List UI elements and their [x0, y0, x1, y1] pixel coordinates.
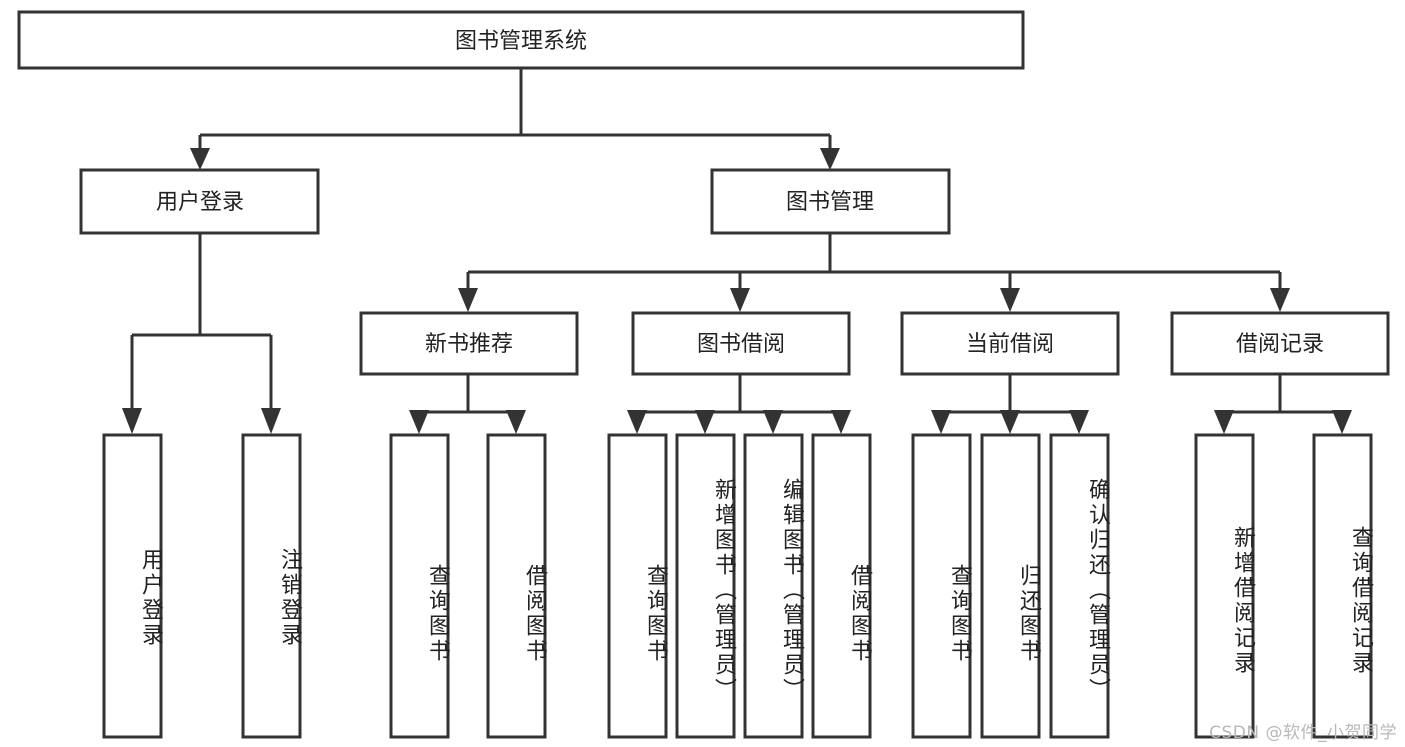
arrow-head-icon: [931, 410, 951, 434]
node-user-login-label: 用户登录: [156, 190, 244, 215]
arrow-head-icon: [261, 408, 281, 434]
leaf-box-query-borrow-record[interactable]: [1312, 433, 1373, 739]
leaf-boxes-group: [102, 433, 1373, 739]
connector-newbook-to-leaves: [409, 374, 526, 434]
node-book-borrow-label: 图书借阅: [697, 332, 785, 357]
leaf-box-query-book-bb[interactable]: [607, 433, 668, 739]
node-user-login[interactable]: 用户登录: [79, 168, 320, 235]
arrow-head-icon: [1069, 410, 1089, 434]
arrow-head-icon: [1000, 410, 1020, 434]
connector-currentborrow-to-leaves: [931, 374, 1089, 434]
node-book-management-label: 图书管理: [786, 190, 874, 215]
arrow-head-icon: [122, 408, 142, 434]
node-book-borrow[interactable]: 图书借阅: [631, 311, 851, 376]
node-current-borrow[interactable]: 当前借阅: [900, 311, 1120, 376]
arrow-head-icon: [831, 410, 851, 434]
node-current-borrow-label: 当前借阅: [966, 332, 1054, 357]
connector-root-to-level2: [190, 68, 840, 170]
arrow-head-icon: [1270, 288, 1290, 312]
leaf-box-confirm-return[interactable]: [1049, 433, 1110, 739]
connector-bookmgmt-to-level3: [458, 233, 1290, 312]
arrow-head-icon: [1000, 288, 1020, 312]
leaf-box-query-book-nb[interactable]: [389, 433, 450, 739]
leaf-box-borrow-book-bb[interactable]: [811, 433, 872, 739]
csdn-watermark: CSDN @软件_小贺同学: [1209, 723, 1397, 743]
leaf-box-logout-login[interactable]: [241, 433, 302, 739]
arrow-head-icon: [1214, 410, 1234, 434]
node-new-book-recommend-label: 新书推荐: [425, 332, 513, 357]
node-borrow-record[interactable]: 借阅记录: [1170, 311, 1390, 376]
leaf-box-edit-book-admin[interactable]: [743, 433, 804, 739]
node-book-management[interactable]: 图书管理: [710, 168, 951, 235]
leaf-box-borrow-book-nb[interactable]: [486, 433, 547, 739]
arrow-head-icon: [458, 288, 478, 312]
arrow-head-icon: [695, 410, 715, 434]
node-borrow-record-label: 借阅记录: [1236, 332, 1324, 357]
arrow-head-icon: [627, 410, 647, 434]
leaf-box-return-book[interactable]: [980, 433, 1041, 739]
arrow-head-icon: [1332, 410, 1352, 434]
arrow-head-icon: [820, 148, 840, 170]
leaf-box-add-book-admin[interactable]: [675, 433, 736, 739]
arrow-head-icon: [190, 148, 210, 170]
leaf-box-query-book-cb[interactable]: [911, 433, 972, 739]
connector-bookborrow-to-leaves: [627, 374, 851, 434]
leaf-box-add-borrow-record[interactable]: [1194, 433, 1255, 739]
node-new-book-recommend[interactable]: 新书推荐: [359, 311, 579, 376]
arrow-head-icon: [506, 410, 526, 434]
arrow-head-icon: [763, 410, 783, 434]
leaf-box-user-login[interactable]: [102, 433, 163, 739]
node-root-label: 图书管理系统: [455, 29, 587, 54]
connector-userlogin-to-leaves: [122, 233, 281, 434]
arrow-head-icon: [409, 410, 429, 434]
arrow-head-icon: [730, 288, 750, 312]
node-root-system[interactable]: 图书管理系统: [17, 10, 1025, 70]
connector-borrowrecord-to-leaves: [1214, 374, 1352, 434]
